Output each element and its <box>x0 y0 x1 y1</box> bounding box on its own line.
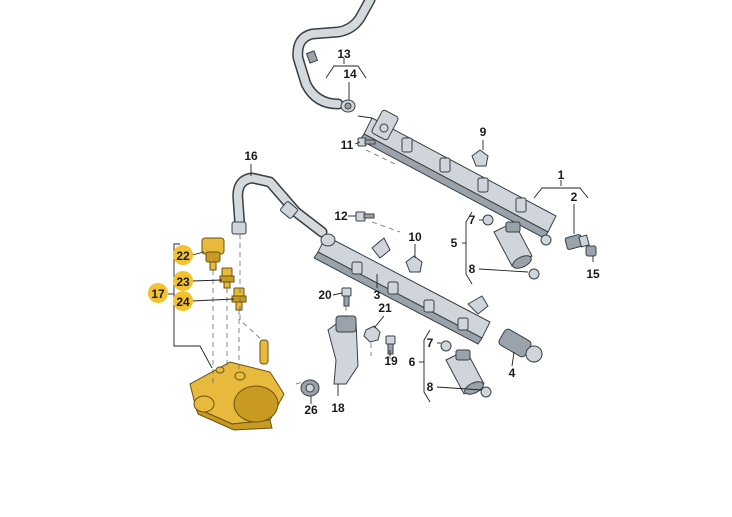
callout-7-lower: 7 <box>427 336 434 350</box>
callout-8-lower: 8 <box>427 380 434 394</box>
callout-24: 24 <box>176 295 190 309</box>
upper-return-hose <box>292 0 376 110</box>
retaining-clip-10 <box>405 255 423 273</box>
leader-lines <box>168 58 594 404</box>
lower-injector-6 <box>440 340 492 398</box>
callout-19: 19 <box>384 354 398 368</box>
callout-9: 9 <box>480 125 487 139</box>
highlight-24 <box>173 291 193 311</box>
hose-clip-14 <box>340 99 356 113</box>
alignment-lines <box>212 149 401 385</box>
high-pressure-pump-17 <box>189 339 285 431</box>
highlight-22 <box>173 245 193 265</box>
nut-21 <box>363 325 381 343</box>
callout-14: 14 <box>343 67 357 81</box>
callout-1: 1 <box>558 168 565 182</box>
callout-23: 23 <box>176 275 190 289</box>
callout-6: 6 <box>409 355 416 369</box>
callout-3: 3 <box>374 288 381 302</box>
fitting-24 <box>231 287 247 311</box>
callout-5: 5 <box>451 236 458 250</box>
callout-20: 20 <box>318 288 332 302</box>
callout-17: 17 <box>151 287 165 301</box>
retaining-clip-9 <box>471 149 489 167</box>
upper-injector-5 <box>482 214 540 280</box>
pressure-sender-2 <box>564 234 590 250</box>
callout-7-upper: 7 <box>469 213 476 227</box>
highlight-17 <box>148 283 168 303</box>
bolt-11 <box>357 137 376 147</box>
callout-12: 12 <box>334 209 348 223</box>
callout-26: 26 <box>304 403 318 417</box>
sensor-4 <box>498 328 543 363</box>
bushing-26 <box>300 379 320 397</box>
highlight-23 <box>173 271 193 291</box>
callout-18: 18 <box>331 401 345 415</box>
lower-fuel-hose-16 <box>231 172 328 238</box>
bolt-12 <box>355 211 375 222</box>
lower-fuel-rail-3 <box>313 233 491 345</box>
callout-16: 16 <box>244 149 258 163</box>
callout-4: 4 <box>509 366 516 380</box>
pressure-sensor-22 <box>201 237 225 271</box>
callout-22: 22 <box>176 249 190 263</box>
bolt-20 <box>341 287 352 307</box>
callout-labels: 13 14 9 11 16 1 2 12 7 10 5 8 15 3 20 21… <box>151 47 600 417</box>
callout-2: 2 <box>571 190 578 204</box>
callout-10: 10 <box>408 230 422 244</box>
bracket-18 <box>327 315 359 385</box>
bolt-19 <box>385 335 396 355</box>
callout-13: 13 <box>337 47 351 61</box>
cap-15 <box>585 245 597 257</box>
callout-8-upper: 8 <box>469 262 476 276</box>
callout-21: 21 <box>378 301 392 315</box>
callout-11: 11 <box>341 138 354 152</box>
callout-15: 15 <box>586 267 600 281</box>
upper-fuel-rail-1 <box>357 109 557 246</box>
fitting-23 <box>219 267 235 289</box>
